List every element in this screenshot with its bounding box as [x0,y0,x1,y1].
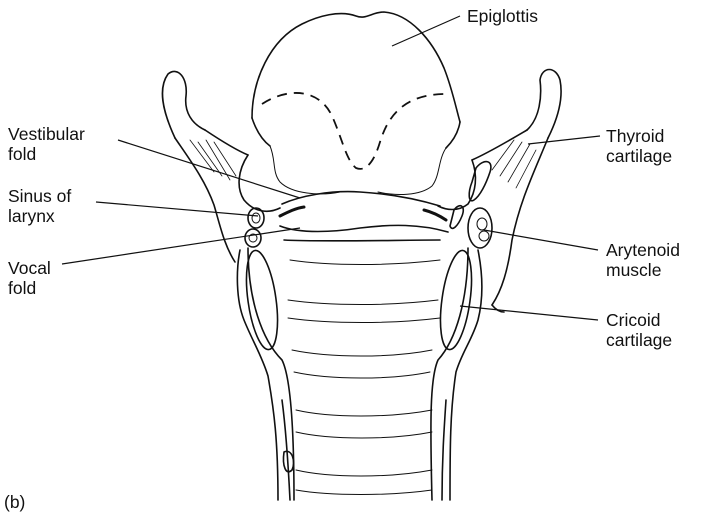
vocal-fold-line [280,225,448,232]
thyroid-lower-right [492,305,504,312]
sinus-left-lower [245,229,261,247]
cricoid-lamina-right [435,249,477,352]
leader-thyroid-cartilage [528,136,600,144]
vestibule-right [438,160,475,210]
leader-cricoid-cartilage [460,306,598,320]
thyroid-wing-right [492,138,548,305]
label-vocal-fold: Vocal fold [8,258,51,298]
label-vestibular-fold: Vestibular fold [8,124,85,164]
thyroid-wing-left-inner [205,130,248,155]
leader-arytenoid-muscle [484,230,598,250]
leader-vestibular-fold [118,140,300,198]
epiglottis-hidden-edge [262,93,446,169]
left-side-tube [282,400,290,500]
thyroid-hatching [190,140,536,188]
vestibule-fold-line-2 [378,148,446,194]
thyroid-horn-right [527,70,561,139]
right-side-tube [442,400,446,500]
vestibule-fold-line-1 [270,146,340,194]
thyroid-wing-left [175,138,235,262]
trachea-rings [288,260,440,495]
panel-tag: (b) [4,492,25,512]
label-epiglottis: Epiglottis [467,6,538,26]
glottis-line [284,240,440,241]
label-cricoid-cartilage: Cricoid cartilage [606,310,672,350]
cricoid-lamina-left [241,249,283,352]
epiglottis-outline [252,12,460,122]
larynx-left-outline [237,250,278,500]
arytenoid-right-body [468,208,492,248]
label-thyroid-cartilage: Thyroid cartilage [606,126,672,166]
thyroid-wing-right-inner [472,130,527,160]
leader-sinus-of-larynx [96,202,258,216]
epiglottis-base-right [446,122,460,148]
label-sinus-of-larynx: Sinus of larynx [8,186,71,226]
vestibular-fold-line [282,192,440,206]
sinus-left-upper [248,208,264,228]
vestibular-fold-left [280,207,304,216]
leader-epiglottis [392,16,460,46]
thyroid-horn-left [162,71,205,138]
label-arytenoid-muscle: Arytenoid muscle [606,240,680,280]
epiglottis-base [252,118,270,146]
vestibular-fold-right [424,210,446,220]
